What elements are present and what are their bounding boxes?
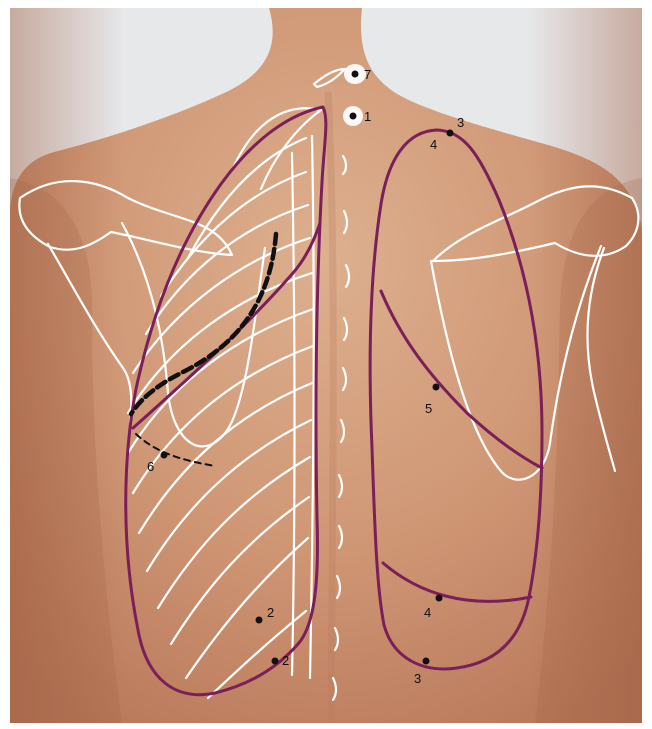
anatomy-svg: 7 1 3 4 5 [10, 8, 642, 723]
landmark-label-1: 1 [364, 109, 371, 124]
landmark-3-lower-marker [423, 658, 430, 665]
landmark-1-marker [350, 113, 357, 120]
landmark-label-3-upper: 3 [457, 115, 464, 130]
landmark-6-marker [161, 452, 168, 459]
landmark-4-lower-marker [436, 595, 443, 602]
landmark-2-upper-marker [256, 617, 263, 624]
landmark-7: 7 [344, 64, 371, 84]
landmark-label-7: 7 [364, 67, 371, 82]
landmark-4-upper: 4 [430, 137, 437, 152]
landmark-label-4-lower: 4 [424, 605, 431, 620]
landmark-3-upper-marker [447, 130, 454, 137]
landmark-label-2-lower: 2 [282, 653, 289, 668]
landmark-1: 1 [343, 106, 371, 126]
landmark-7-marker [352, 71, 359, 78]
landmark-label-3-lower: 3 [414, 671, 421, 686]
landmark-label-6: 6 [147, 459, 154, 474]
back-lung-projection-diagram: 7 1 3 4 5 [10, 8, 642, 723]
landmark-5-marker [433, 384, 440, 391]
landmark-2-lower-marker [272, 658, 279, 665]
landmark-label-4-upper: 4 [430, 137, 437, 152]
landmark-label-5: 5 [425, 401, 432, 416]
landmark-label-2-upper: 2 [267, 605, 274, 620]
